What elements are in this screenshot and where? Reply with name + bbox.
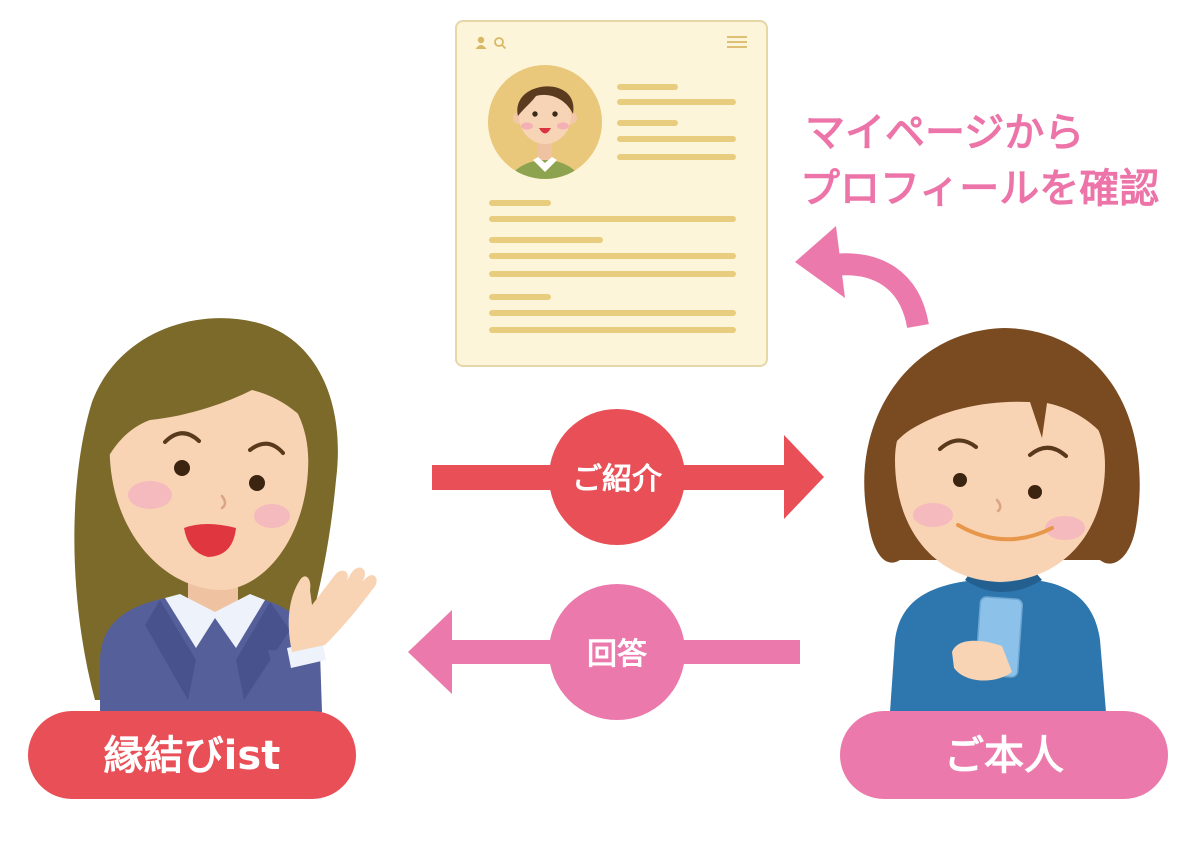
caption-line-2: プロフィールを確認 xyxy=(800,166,1159,212)
answer-circle xyxy=(549,584,685,720)
client-blush-right xyxy=(1045,516,1085,540)
client-eye-left xyxy=(953,473,967,487)
matchmaker-lapel-right xyxy=(236,602,290,700)
client-collar xyxy=(965,573,1042,592)
search-icon xyxy=(494,37,507,50)
avatar-face xyxy=(519,88,571,144)
introduce-label: ご紹介 xyxy=(572,462,663,497)
introduce-arrow-head xyxy=(784,435,824,519)
caption-line-1: マイページから xyxy=(805,110,1084,156)
avatar-blush-right xyxy=(557,122,569,130)
matchmaker-illustration xyxy=(74,318,377,712)
role-matchmaker-pill xyxy=(28,711,356,799)
client-hand xyxy=(952,640,1012,681)
client-blush-left xyxy=(913,503,953,527)
introduce-circle xyxy=(549,409,685,545)
menu-icon xyxy=(727,36,747,48)
person-icon xyxy=(475,36,487,49)
client-brow-left xyxy=(938,438,978,451)
answer-label: 回答 xyxy=(587,637,648,672)
matchmaker-brow-right xyxy=(248,441,285,455)
role-matchmaker: 縁結びist xyxy=(28,711,356,799)
client-eye-right xyxy=(1028,485,1042,499)
profile-text-lines xyxy=(489,84,736,333)
role-matchmaker-label: 縁結びist xyxy=(104,733,281,779)
avatar-eye-left xyxy=(532,111,538,117)
avatar-hair xyxy=(517,86,574,116)
client-illustration xyxy=(864,328,1140,712)
matchmaker-face xyxy=(109,361,309,591)
matchmaker-mouth xyxy=(184,524,236,557)
curved-arrow-shaft xyxy=(830,253,929,329)
avatar-collar xyxy=(533,157,557,172)
curved-arrow xyxy=(795,226,929,329)
avatar-eye-right xyxy=(552,111,558,117)
client-brow-right xyxy=(1028,445,1068,458)
client-bangs xyxy=(877,340,1127,472)
avatar-mouth xyxy=(539,128,551,134)
matchmaker-shirt-collar xyxy=(165,594,265,648)
role-client-pill xyxy=(840,711,1168,799)
profile-card xyxy=(455,20,768,367)
avatar-blush-left xyxy=(521,122,533,130)
matchmaker-blush-right xyxy=(254,504,290,528)
matchmaker-brow-left xyxy=(163,431,201,444)
role-client-label: ご本人 xyxy=(944,733,1064,779)
matchmaker-nose xyxy=(220,494,227,510)
client-smile xyxy=(956,523,1054,542)
client-nose xyxy=(995,498,1002,513)
matchmaker-sleeve xyxy=(268,650,322,712)
matchmaker-eye-right xyxy=(249,475,265,491)
answer-arrow-head xyxy=(408,610,452,694)
matchmaker-bangs xyxy=(92,325,329,485)
introduce-flow: ご紹介 xyxy=(432,409,824,545)
matchmaker-lapel-left xyxy=(145,600,196,700)
role-client: ご本人 xyxy=(840,711,1168,799)
matchmaker-blush-left xyxy=(128,481,172,509)
matchmaker-eye-left xyxy=(174,460,190,476)
curved-arrow-head xyxy=(795,226,845,298)
answer-flow: 回答 xyxy=(408,584,800,720)
matchmaker-hand xyxy=(288,567,377,652)
